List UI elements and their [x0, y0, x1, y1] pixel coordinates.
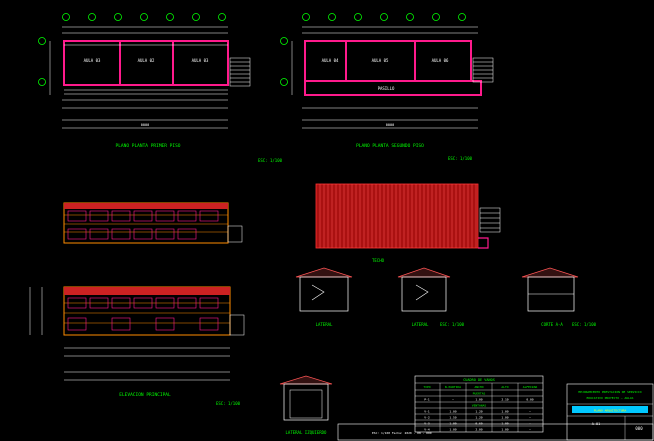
table-section: VENTANAS — [472, 404, 487, 408]
elevation-title: ELEVACION PRINCIPAL — [119, 392, 171, 398]
footer-info: ESC: 1/100 Fecha: 2020 - 08 - 000 — [372, 431, 432, 435]
lateral-izquierdo[interactable]: LATERAL IZQUIERDO — [279, 375, 333, 435]
roof-title: TECHO — [372, 258, 385, 263]
project-name: MEJORAMIENTO PRESTACION DE SERVICIO — [578, 390, 641, 394]
sheet-highlight: PLANO ARQUITECTURA — [594, 409, 627, 413]
room-label: AULA 04 — [322, 58, 339, 63]
table-cell: V-4 — [424, 428, 430, 432]
section-lateral-2[interactable]: LATERAL ESC: 1/100 — [397, 267, 465, 327]
table-cell: 1.00 — [501, 416, 508, 420]
scale-label: ESC: 1/100 — [440, 322, 465, 327]
plan-title: PLANO PLANTA PRIMER PISO — [115, 143, 180, 149]
table-cell: — — [529, 422, 531, 426]
corridor-label: PASILLO — [378, 86, 395, 91]
table-cell: 1.00 — [501, 410, 508, 414]
table-cell: 2.10 — [501, 398, 508, 402]
dimension-label: 0000 — [386, 123, 394, 127]
table-header: N.PARTIDA — [445, 385, 461, 389]
room-label: AULA 05 — [372, 58, 389, 63]
table-cell: 1.20 — [475, 416, 482, 420]
section-lateral-1[interactable]: LATERAL — [295, 267, 353, 327]
table-header: ALTO — [501, 385, 508, 389]
section-a-a[interactable]: CORTE A-A ESC: 1/100 — [521, 267, 597, 327]
room-label: AULA 06 — [432, 58, 449, 63]
vanos-table[interactable]: CUADRO DE VANOS TIPO N.PARTIDA ANCHO ALT… — [414, 375, 544, 433]
table-cell: — — [529, 410, 531, 414]
room-label: AULA 03 — [192, 58, 209, 63]
table-cell: — — [452, 398, 454, 402]
sheet-number: A-01 — [592, 422, 600, 426]
plan-first-floor[interactable]: AULA 03 AULA 02 AULA 03 0000 PLANO PLANT… — [38, 13, 251, 150]
table-cell: — — [529, 416, 531, 420]
table-cell: P-1 — [424, 398, 430, 402]
section-title: LATERAL — [316, 322, 333, 327]
table-title: CUADRO DE VANOS — [463, 378, 495, 382]
table-header: TIPO — [423, 385, 430, 389]
section-title: LATERAL IZQUIERDO — [286, 430, 328, 435]
table-cell: 1.00 — [449, 422, 456, 426]
roof-plan[interactable]: TECHO — [315, 183, 501, 263]
plan-title: PLANO PLANTA SEGUNDO PISO — [356, 143, 424, 149]
table-cell: 1.50 — [449, 416, 456, 420]
scale-label: ESC: 1/100 — [216, 401, 241, 406]
table-cell: V-1 — [424, 410, 430, 414]
plan-second-floor[interactable]: AULA 04 AULA 05 AULA 06 PASILLO 0000 PLA… — [280, 13, 494, 150]
table-section: PUERTAS — [473, 392, 486, 396]
scale-label: ESC: 1/100 — [448, 156, 473, 161]
scale-label: ESC: 1/100 — [258, 158, 283, 163]
section-title: CORTE A-A — [541, 322, 563, 327]
dimension-label: 0000 — [141, 123, 149, 127]
table-cell: 1.20 — [475, 410, 482, 414]
table-cell: V-2 — [424, 416, 430, 420]
room-label: AULA 02 — [138, 58, 155, 63]
table-cell: 1.00 — [501, 428, 508, 432]
section-title: LATERAL — [412, 322, 429, 327]
scale-label: ESC: 1/100 — [572, 322, 597, 327]
table-cell: 2.00 — [475, 428, 482, 432]
table-cell: 0.60 — [475, 422, 482, 426]
table-header: ANCHO — [474, 385, 483, 389]
title-block[interactable]: MEJORAMIENTO PRESTACION DE SERVICIO EDUC… — [337, 383, 654, 441]
table-cell: 1.00 — [475, 398, 482, 402]
table-cell: 1.00 — [449, 410, 456, 414]
elevation-upper[interactable] — [63, 202, 243, 244]
sheet-code: 000 — [635, 426, 643, 431]
table-cell: 0.00 — [526, 398, 533, 402]
room-label: AULA 03 — [84, 58, 101, 63]
table-cell: 1.00 — [449, 428, 456, 432]
table-cell: 1.00 — [501, 422, 508, 426]
project-subname: EDUCATIVO PROYECTO — AULAS — [587, 396, 634, 400]
table-header: ALFEIZAR — [523, 385, 538, 389]
elevation-principal[interactable]: ELEVACION PRINCIPAL ESC: 1/100 — [29, 286, 245, 406]
table-cell: — — [529, 428, 531, 432]
table-cell: V-3 — [424, 422, 430, 426]
